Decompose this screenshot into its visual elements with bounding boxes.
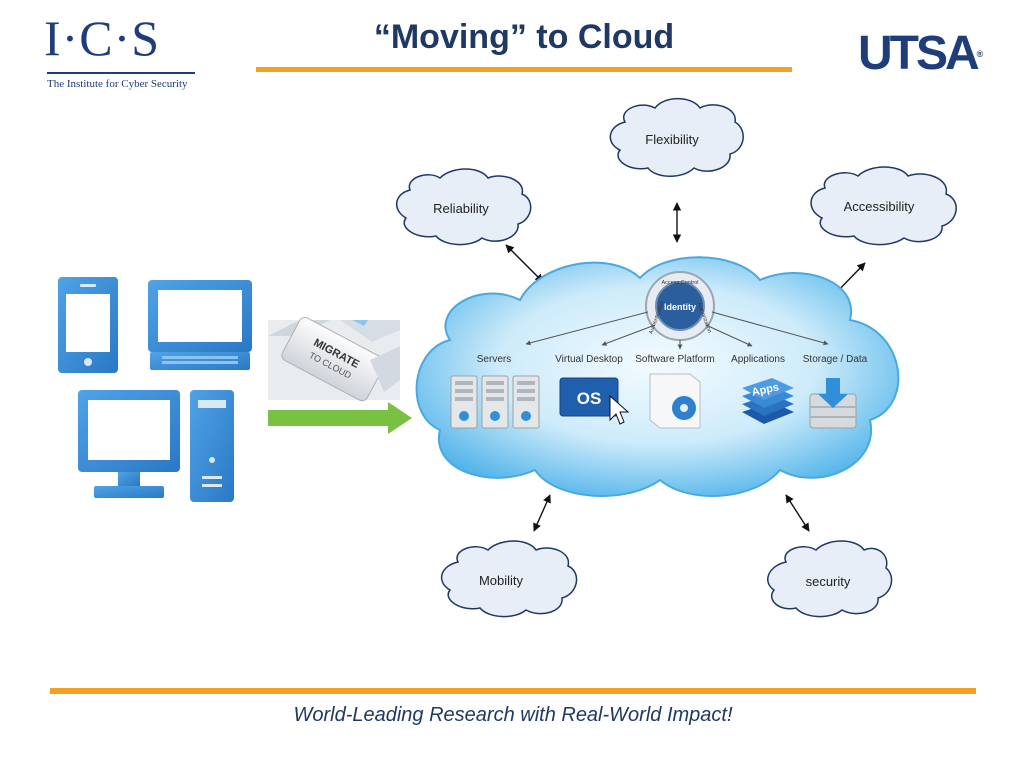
title-underline xyxy=(256,67,792,72)
ics-logo: I·C·S The Institute for Cyber Security xyxy=(44,10,204,94)
utsa-registered-mark: ® xyxy=(976,49,984,59)
os-label: OS xyxy=(577,389,602,408)
connector-reliability xyxy=(505,244,544,283)
footer-rule xyxy=(50,688,976,694)
bubble-flexibility-label: Flexibility xyxy=(645,132,699,147)
ics-logo-rule xyxy=(47,72,195,74)
connector-mobility xyxy=(533,494,551,532)
ring-access-control: Access Control xyxy=(662,280,699,286)
service-storage-label: Storage / Data xyxy=(803,354,868,365)
identity-label: Identity xyxy=(664,302,696,312)
utsa-logo-text: UTSA xyxy=(858,27,980,80)
bubble-flexibility: Flexibility xyxy=(609,97,744,177)
storage-icon xyxy=(809,378,857,429)
spoke-servers xyxy=(525,311,649,346)
laptop-icon xyxy=(148,280,252,370)
desktop-computer-icon xyxy=(78,390,234,502)
page-title: “Moving” to Cloud xyxy=(373,18,675,56)
central-cloud: Identity Access Control Authorization Au… xyxy=(415,256,900,497)
spoke-storage xyxy=(711,311,829,346)
service-software-platform-label: Software Platform xyxy=(635,354,714,365)
bubble-accessibility-label: Accessibility xyxy=(844,199,915,214)
utsa-logo: UTSA® xyxy=(858,26,983,82)
migrate-arrow-icon xyxy=(268,402,412,434)
ics-logo-tagline: The Institute for Cyber Security xyxy=(47,78,188,90)
service-servers-label: Servers xyxy=(477,354,511,365)
service-applications-label: Applications xyxy=(731,354,785,365)
ics-logo-letters: I·C·S xyxy=(44,10,161,66)
bubble-reliability-label: Reliability xyxy=(433,201,489,216)
cursor-hand-icon xyxy=(609,394,630,425)
migrate-keyboard-image: MIGRATE TO CLOUD xyxy=(268,317,400,402)
software-platform-icon xyxy=(649,373,701,429)
bubble-mobility-label: Mobility xyxy=(479,573,524,588)
bubble-security-label: security xyxy=(806,574,851,589)
bubble-security: security xyxy=(767,540,893,618)
virtual-desktop-icon: OS xyxy=(559,377,630,425)
tablet-icon xyxy=(58,277,118,373)
apps-label: Apps xyxy=(751,381,780,398)
bubble-accessibility: Accessibility xyxy=(810,166,957,246)
identity-hub: Identity Access Control Authorization Au… xyxy=(645,271,715,341)
servers-icon xyxy=(450,375,540,429)
spoke-applications xyxy=(705,324,753,347)
service-virtual-desktop-label: Virtual Desktop xyxy=(555,354,623,365)
bubble-mobility: Mobility xyxy=(440,540,578,618)
footer-tagline: World-Leading Research with Real-World I… xyxy=(293,704,733,726)
applications-icon: Apps xyxy=(742,378,794,424)
connector-security xyxy=(785,494,810,532)
spoke-virtual-desktop xyxy=(601,324,656,346)
devices-group xyxy=(58,277,252,502)
bubble-reliability: Reliability xyxy=(396,168,532,246)
